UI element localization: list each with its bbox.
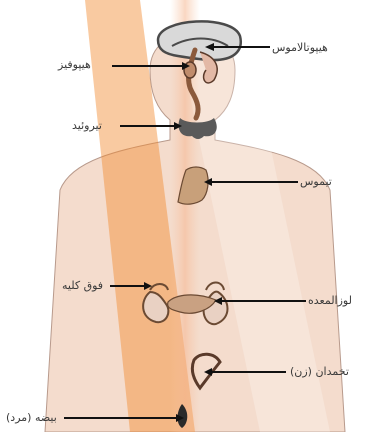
label-testis: بیضه (مرد) (6, 411, 57, 425)
label-pituitary: هیپوفیز (58, 58, 91, 72)
label-pancreas: لوزالمعده (308, 294, 352, 308)
label-thyroid: تیروئید (72, 119, 102, 133)
brain-shape (158, 21, 241, 60)
label-adrenal: فوق کلیه (62, 279, 103, 293)
label-thymus: تیموس (300, 175, 332, 189)
label-hypothalamus: هیپوتالاموس (272, 41, 328, 55)
label-ovary: تخمدان (زن) (290, 365, 349, 379)
